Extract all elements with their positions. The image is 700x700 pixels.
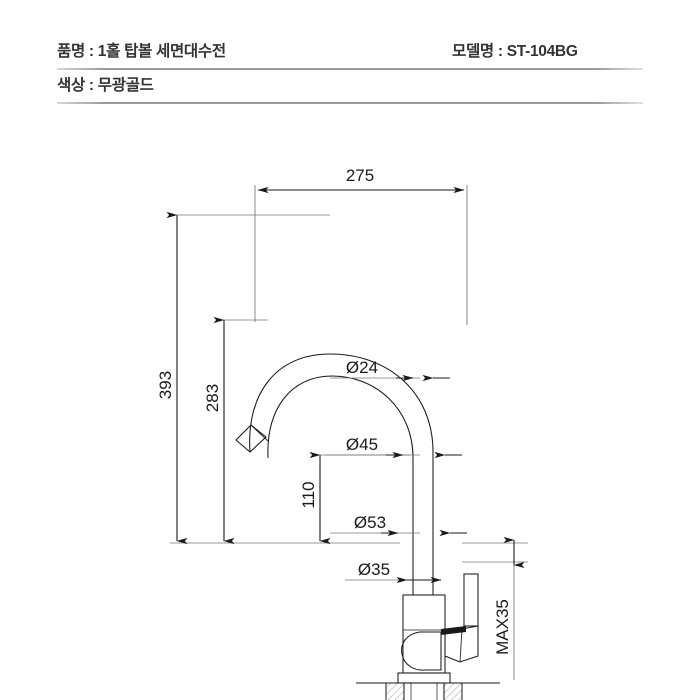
dimension-max35: MAX35 (493, 599, 512, 655)
deck-plate (356, 682, 500, 700)
dimension-393: 393 (156, 371, 175, 399)
faucet-body (402, 594, 446, 674)
spec-header: 품명 : 1홀 탑볼 세면대수전 모델명 : ST-104BG 색상 : 무광골… (57, 36, 643, 104)
color-label: 색상 : 무광골드 (57, 77, 154, 94)
dimension-275: 275 (346, 166, 374, 185)
spout-outlet (235, 424, 269, 453)
dimension-d35: Ø35 (358, 560, 390, 579)
dimension-d24: Ø24 (346, 358, 378, 377)
dimension-d53: Ø53 (354, 513, 386, 532)
mounting-shank (403, 682, 445, 700)
header-divider-1 (57, 68, 643, 70)
model-name-label: 모델명 : ST-104BG (452, 43, 578, 60)
faucet-handle (441, 573, 479, 663)
spec-row-color: 색상 : 무광골드 (57, 70, 643, 104)
dimension-labels: 275 393 283 110 Ø24 Ø45 Ø53 Ø35 MAX35 (156, 166, 512, 655)
product-name-label: 품명 : 1홀 탑볼 세면대수전 (57, 43, 226, 60)
dimension-283: 283 (203, 384, 222, 412)
dimension-110: 110 (299, 481, 318, 508)
base-collar (397, 672, 451, 684)
technical-drawing: 275 393 283 110 Ø24 Ø45 Ø53 Ø35 MAX35 (0, 140, 700, 700)
faucet-outline (235, 353, 500, 700)
spec-row-product: 품명 : 1홀 탑볼 세면대수전 모델명 : ST-104BG (57, 36, 643, 70)
dimension-arrows (166, 186, 525, 680)
dimension-d45: Ø45 (346, 435, 378, 454)
header-divider-2 (57, 102, 643, 104)
faucet-dimension-drawing: 275 393 283 110 Ø24 Ø45 Ø53 Ø35 MAX35 (156, 166, 528, 700)
extension-lines (170, 185, 528, 581)
